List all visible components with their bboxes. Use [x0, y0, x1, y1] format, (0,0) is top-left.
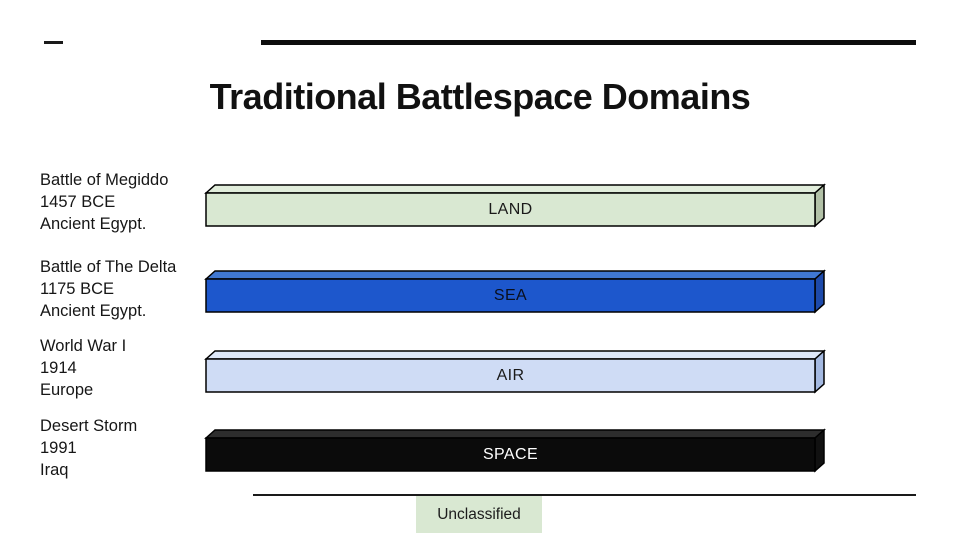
event-annotation-sea: Battle of The Delta 1175 BCE Ancient Egy… [40, 256, 210, 322]
bar-side-face [814, 269, 825, 314]
event-annotation-space: Desert Storm 1991 Iraq [40, 415, 210, 481]
bar-front-face [205, 358, 816, 393]
event-name: Battle of Megiddo [40, 171, 169, 189]
domain-label-space: SPACE [482, 445, 539, 463]
event-location: Iraq [40, 461, 69, 479]
domain-label-land: LAND [488, 200, 533, 218]
bar-front-face [205, 437, 816, 472]
domain-bar-land: LAND [204, 183, 826, 228]
header-rule [261, 40, 916, 45]
bar-side-face [814, 349, 825, 394]
event-location: Europe [40, 381, 94, 399]
event-name: Battle of The Delta [40, 258, 177, 276]
event-date: 1175 BCE [40, 280, 114, 298]
bar-top-face [204, 429, 826, 439]
event-annotation-land: Battle of Megiddo 1457 BCE Ancient Egypt… [40, 169, 210, 235]
domain-bar-space: SPACE [204, 428, 826, 473]
bar-top-face [204, 270, 826, 280]
page-title: Traditional Battlespace Domains [209, 76, 751, 117]
bar-front-face [205, 192, 816, 227]
domain-bar-air: AIR [204, 349, 826, 394]
event-date: 1991 [40, 439, 77, 457]
domain-label-air: AIR [496, 366, 525, 384]
event-location: Ancient Egypt. [40, 302, 147, 320]
footer-rule [253, 494, 916, 496]
bar-front-face [205, 278, 816, 313]
event-date: 1457 BCE [40, 193, 116, 211]
event-name: Desert Storm [40, 417, 138, 435]
domain-label-sea: SEA [493, 286, 528, 304]
event-name: World War I [40, 337, 127, 355]
accent-dash [44, 41, 63, 44]
bar-top-face [204, 350, 826, 360]
classification-badge: Unclassified [416, 496, 542, 533]
event-location: Ancient Egypt. [40, 215, 147, 233]
bar-side-face [814, 183, 825, 228]
bar-side-face [814, 428, 825, 473]
bar-top-face [204, 184, 826, 194]
event-date: 1914 [40, 359, 77, 377]
domain-bar-sea: SEA [204, 269, 826, 314]
event-annotation-air: World War I 1914 Europe [40, 335, 210, 401]
